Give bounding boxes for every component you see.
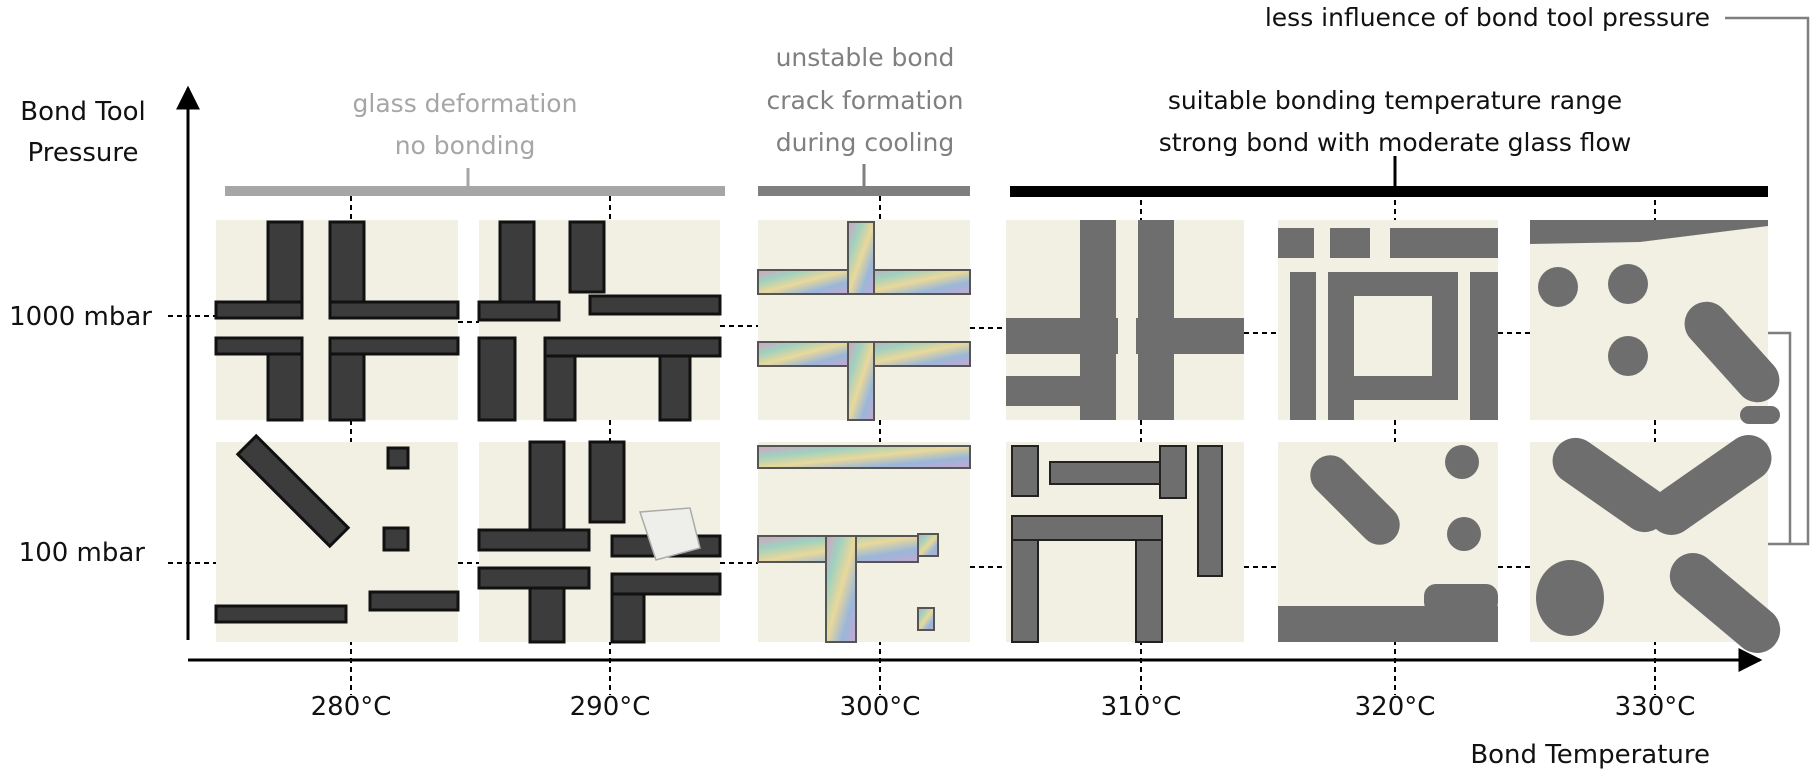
micrograph-330c-1000mbar [1530, 220, 1780, 424]
side-note-bracket [1725, 16, 1810, 546]
group-bar-glass-deformation [225, 168, 725, 196]
group-suitable-range-line2: strong bond with moderate glass flow [1158, 128, 1632, 157]
group-unstable-bond-line1: unstable bond [775, 43, 955, 72]
x-tick-300: 300°C [839, 692, 921, 722]
micrograph-330c-100mbar [1530, 435, 1781, 653]
group-unstable-bond-line2: crack formation [766, 86, 964, 115]
micrograph-310c-1000mbar [1006, 220, 1244, 420]
x-tick-280: 280°C [310, 692, 392, 722]
side-note: less influence of bond tool pressure [1264, 3, 1710, 32]
micrograph-300c-100mbar [757, 442, 971, 643]
micrograph-320c-100mbar [1278, 442, 1498, 642]
x-axis-title: Bond Temperature [1470, 740, 1710, 770]
micrograph-320c-1000mbar [1278, 220, 1498, 420]
group-bar-suitable-range [1010, 156, 1768, 197]
x-tick-290: 290°C [569, 692, 651, 722]
group-glass-deformation-line1: glass deformation [352, 89, 578, 118]
x-tick-310: 310°C [1100, 692, 1182, 722]
micrograph-290c-100mbar [477, 440, 722, 644]
y-axis-title-line1: Bond Tool [20, 97, 146, 127]
group-bar-unstable-bond [758, 164, 970, 196]
tile-connectors [458, 321, 1530, 568]
column-guides [350, 196, 1656, 695]
x-tick-330: 330°C [1614, 692, 1696, 722]
row-label-1000-mbar: 1000 mbar [9, 302, 152, 332]
row-label-100-mbar: 100 mbar [18, 538, 145, 568]
micrograph-310c-100mbar [1006, 442, 1244, 643]
micrograph-300c-1000mbar [757, 220, 971, 421]
group-suitable-range-line1: suitable bonding temperature range [1167, 86, 1623, 115]
y-axis-title-line2: Pressure [27, 138, 139, 168]
micrograph-280c-100mbar [214, 433, 460, 642]
x-tick-320: 320°C [1354, 692, 1436, 722]
group-unstable-bond-line3: during cooling [775, 128, 955, 157]
micrograph-290c-1000mbar [477, 220, 722, 422]
group-glass-deformation-line2: no bonding [394, 131, 536, 160]
micrograph-280c-1000mbar [214, 220, 460, 422]
